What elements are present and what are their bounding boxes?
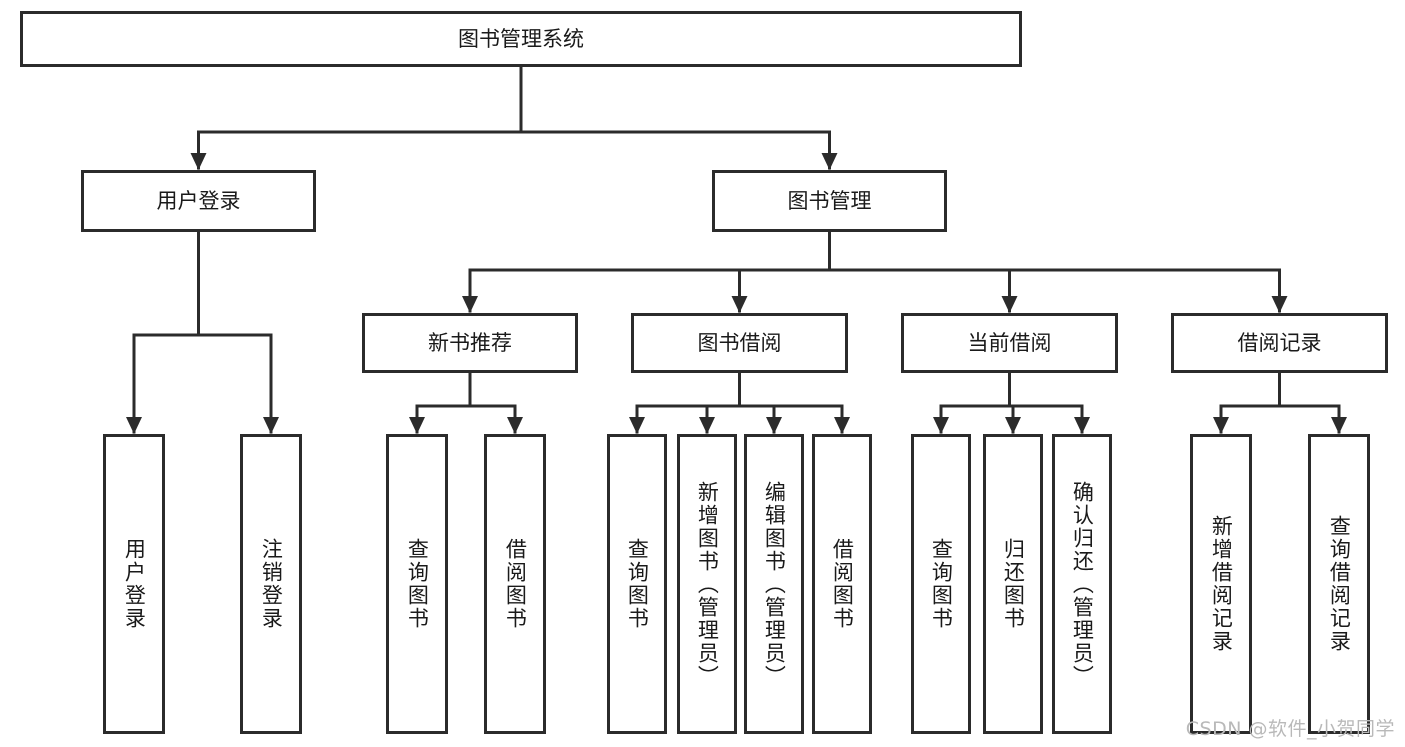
node-leaf-edit-book-admin[interactable]: [744, 434, 804, 734]
node-leaf-confirm-return-admin[interactable]: [1052, 434, 1112, 734]
node-label-user-login: 用户登录: [157, 189, 241, 213]
node-label-book-manage: 图书管理: [788, 189, 872, 213]
node-new-book-recommend[interactable]: 新书推荐: [362, 313, 578, 373]
node-leaf-add-borrow-record[interactable]: [1190, 434, 1252, 734]
node-label-borrow-record: 借阅记录: [1238, 331, 1322, 355]
node-leaf-user-login[interactable]: [103, 434, 165, 734]
node-label-new-book-recommend: 新书推荐: [428, 331, 512, 355]
node-user-login[interactable]: 用户登录: [81, 170, 316, 232]
connector-borrow-record: [1213, 371, 1347, 434]
node-book-manage[interactable]: 图书管理: [712, 170, 947, 232]
connector-book-borrow: [629, 371, 850, 434]
node-root[interactable]: 图书管理系统: [20, 11, 1022, 67]
connector-new-book-recommend: [409, 371, 523, 434]
node-leaf-borrow-book[interactable]: [812, 434, 872, 734]
node-leaf-query-borrow-record[interactable]: [1308, 434, 1370, 734]
connector-current-borrow: [933, 371, 1090, 434]
node-leaf-return-book[interactable]: [983, 434, 1043, 734]
watermark-text: CSDN @软件_小贺同学: [1185, 718, 1395, 740]
node-leaf-query-book-rec[interactable]: [386, 434, 448, 734]
connector-root: [190, 65, 838, 170]
node-label-root: 图书管理系统: [458, 27, 584, 51]
node-label-book-borrow: 图书借阅: [698, 331, 782, 355]
node-label-current-borrow: 当前借阅: [968, 331, 1052, 355]
connectors-layer: [126, 65, 1347, 434]
node-leaf-query-book-borrow[interactable]: [607, 434, 667, 734]
connector-book-manage: [462, 230, 1288, 313]
node-current-borrow[interactable]: 当前借阅: [901, 313, 1118, 373]
node-borrow-record[interactable]: 借阅记录: [1171, 313, 1388, 373]
connector-user-login: [126, 230, 279, 434]
node-leaf-logout[interactable]: [240, 434, 302, 734]
node-leaf-borrow-book-rec[interactable]: [484, 434, 546, 734]
node-book-borrow[interactable]: 图书借阅: [631, 313, 848, 373]
node-leaf-query-book-current[interactable]: [911, 434, 971, 734]
node-leaf-add-book-admin[interactable]: [677, 434, 737, 734]
